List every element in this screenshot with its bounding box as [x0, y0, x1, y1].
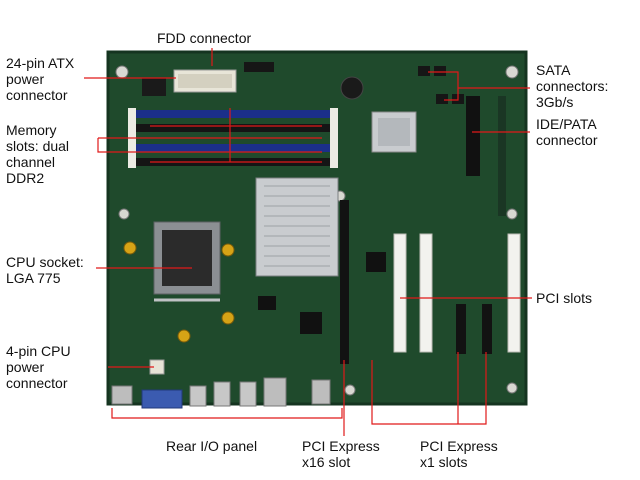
chip	[366, 252, 386, 272]
capacitor	[340, 76, 364, 100]
mounting-holes	[115, 65, 519, 396]
label-cpu-power-connector: 4-pin CPU power connector	[6, 343, 71, 391]
capacitors	[123, 241, 235, 343]
pcie-x16-slot	[340, 200, 349, 364]
chipset-heatsink	[255, 177, 339, 277]
fdd-header	[244, 62, 274, 72]
rear-io-panel	[111, 377, 331, 409]
label-cpu-socket: CPU socket: LGA 775	[6, 254, 84, 286]
label-memory-slots: Memory slots: dual channel DDR2	[6, 122, 70, 186]
label-fdd-connector: FDD connector	[157, 30, 252, 46]
cpu-socket	[153, 221, 221, 302]
label-sata-connectors: SATA connectors: 3Gb/s	[536, 62, 609, 110]
cpu-power-connector	[149, 359, 165, 375]
label-ide-pata-connector: IDE/PATA connector	[536, 116, 598, 148]
pcb-trace-strip	[498, 96, 506, 216]
chip	[300, 312, 322, 334]
label-rear-io-panel: Rear I/O panel	[166, 438, 258, 454]
chip	[142, 78, 166, 96]
atx-power-connector	[173, 69, 237, 93]
pcie-x1-slots	[456, 304, 492, 354]
northbridge-heatsink	[371, 111, 417, 153]
label-atx-power-connector: 24-pin ATX power connector	[6, 55, 75, 103]
label-pcie-x1-slots: PCI Express x1 slots	[420, 438, 498, 470]
label-pcie-x16-slot: PCI Express x16 slot	[302, 438, 380, 470]
chip	[258, 296, 276, 310]
ide-connector	[466, 96, 480, 176]
label-pci-slots: PCI slots	[536, 290, 593, 306]
